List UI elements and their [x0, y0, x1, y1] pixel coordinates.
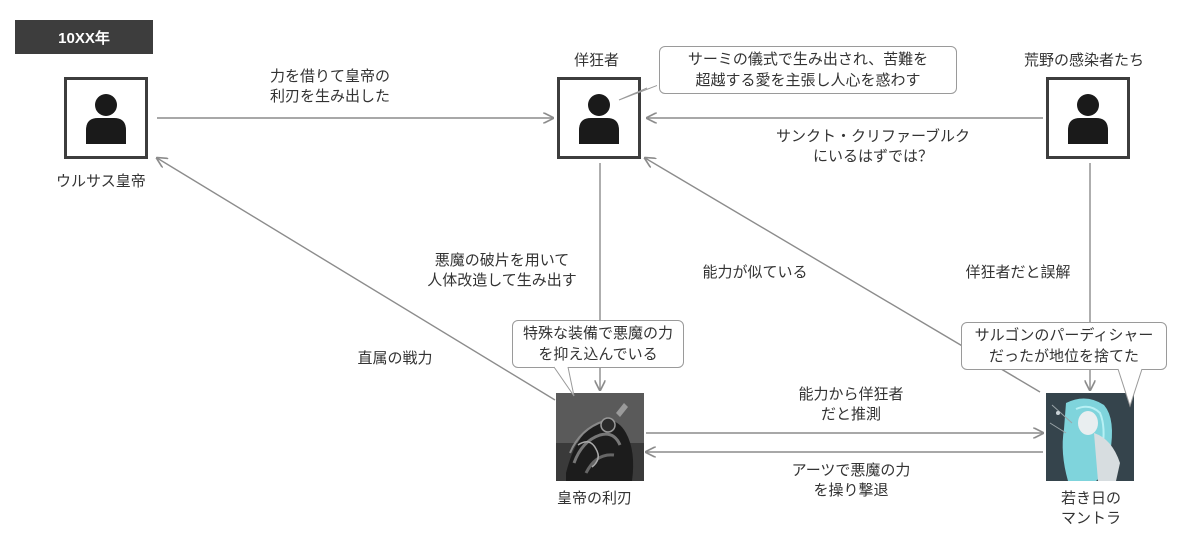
callout-blade-line2: を抑え込んでいる [538, 345, 658, 363]
edge-label-wilds-madman: サンクト・クリファーブルク にいるはずでは？ [748, 126, 998, 166]
node-mantra-label-line1: 若き日の [1060, 489, 1121, 507]
callout-madman-line1: サーミの儀式で生み出され、苦難を [687, 50, 929, 68]
callout-madman: サーミの儀式で生み出され、苦難を 超越する愛を主張し人心を惑わす [659, 46, 957, 94]
callout-mantra-tail [1117, 368, 1143, 408]
person-icon [579, 94, 619, 144]
callout-madman-tail [618, 84, 657, 101]
era-badge: 10XX年 [15, 20, 153, 54]
node-blade-photo[interactable] [556, 393, 644, 481]
edge-label-emperor-madman: 力を借りて皇帝の 利刃を生み出した [250, 66, 410, 106]
edge-label-madman-blade: 悪魔の破片を用いて 人体改造して生み出す [412, 250, 592, 290]
node-blade-label: 皇帝の利刃 [557, 489, 633, 507]
callout-mantra-line1: サルゴンのパーディシャー [974, 326, 1154, 344]
person-icon [1068, 94, 1108, 144]
edge-label-mantra-blade-line2: を操り撃退 [813, 481, 889, 499]
callout-blade: 特殊な装備で悪魔の力 を抑え込んでいる [512, 320, 684, 368]
callout-blade-line1: 特殊な装備で悪魔の力 [522, 324, 673, 342]
callout-mantra: サルゴンのパーディシャー だったが地位を捨てた [961, 322, 1167, 370]
edge-label-mantra-madman: 能力が似ている [702, 263, 808, 281]
edge-label-wilds-madman-line1: サンクト・クリファーブルク [775, 127, 971, 145]
edge-label-madman-blade-line2: 人体改造して生み出す [427, 271, 577, 289]
node-wilds-label: 荒野の感染者たち [1024, 51, 1145, 69]
edge-label-emperor-madman-line1: 力を借りて皇帝の [269, 67, 390, 85]
edge-label-mantra-blade-line1: アーツで悪魔の力 [791, 461, 911, 479]
edge-label-mantra-blade: アーツで悪魔の力 を操り撃退 [776, 460, 926, 500]
edge-label-blade-emperor: 直属の戦力 [357, 349, 433, 367]
edge-label-emperor-madman-line2: 利刃を生み出した [269, 87, 390, 105]
node-mantra-label: 若き日の マントラ [1054, 488, 1128, 528]
node-wilds-box[interactable] [1046, 77, 1130, 159]
cyan-haired-figure-image [1046, 393, 1134, 481]
mechanical-warrior-image [556, 393, 644, 481]
edge-label-wilds-mantra: 佯狂者だと誤解 [965, 263, 1071, 281]
edge-label-blade-mantra-line1: 能力から佯狂者 [798, 385, 904, 403]
callout-madman-line2: 超越する愛を主張し人心を惑わす [695, 71, 921, 89]
node-mantra-photo[interactable] [1046, 393, 1134, 481]
node-emperor-label: ウルサス皇帝 [56, 172, 146, 190]
node-madman-box[interactable] [557, 77, 641, 159]
node-madman-label: 佯狂者 [574, 51, 620, 69]
node-emperor-box[interactable] [64, 77, 148, 159]
edge-label-blade-mantra: 能力から佯狂者 だと推測 [776, 384, 926, 424]
callout-mantra-line2: だったが地位を捨てた [988, 347, 1139, 365]
edge-label-madman-blade-line1: 悪魔の破片を用いて [434, 251, 570, 269]
edge-label-blade-mantra-line2: だと推測 [820, 405, 881, 423]
node-mantra-label-line2: マントラ [1060, 509, 1121, 527]
person-icon [86, 94, 126, 144]
edge-label-wilds-madman-line2: にいるはずでは？ [812, 147, 933, 165]
edge-blade-emperor [157, 158, 556, 401]
callout-blade-tail [553, 366, 575, 397]
